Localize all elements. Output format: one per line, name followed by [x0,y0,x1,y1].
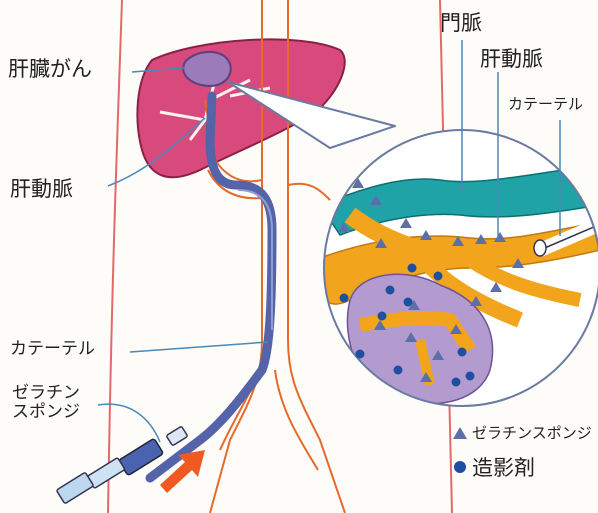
legend-triangle-icon [452,425,468,441]
contrast-dot [378,312,387,321]
contrast-dot [434,272,443,281]
leader-catheter-left [130,342,268,352]
label-hepatic-artery-right: 肝動脈 [480,48,543,71]
label-hepatic-artery-left: 肝動脈 [10,178,73,201]
legend-gelatin-sponge: ゼラチンスポンジ [452,422,592,443]
aorta-inner-right [275,370,318,470]
legend-contrast: 造影剤 [452,452,535,482]
contrast-dot [466,372,475,381]
contrast-dot [408,264,417,273]
label-portal-vein: 門脈 [440,12,482,35]
legend-label-gelatin-sponge: ゼラチンスポンジ [472,422,592,443]
label-gelatin-sponge-left: ゼラチン スポンジ [12,384,80,421]
contrast-dot [356,350,365,359]
label-catheter-left: カテーテル [10,340,95,359]
legend-label-contrast: 造影剤 [472,452,535,482]
leader-gelatin-sponge-left [98,404,160,442]
artery-branch-right [288,184,330,200]
contrast-dot [394,366,403,375]
contrast-dot [458,348,467,357]
label-liver-cancer: 肝臓がん [8,58,92,81]
zoom-catheter-tip [534,240,546,256]
legend-dot-icon [452,459,468,475]
body-outline-left [108,0,122,513]
liver-tumor [183,52,231,86]
label-catheter-right: カテーテル [508,96,583,113]
contrast-dot [340,294,349,303]
contrast-dot [404,298,413,307]
contrast-dot [386,286,395,295]
injection-arrow [160,450,205,493]
contrast-dot [452,378,461,387]
